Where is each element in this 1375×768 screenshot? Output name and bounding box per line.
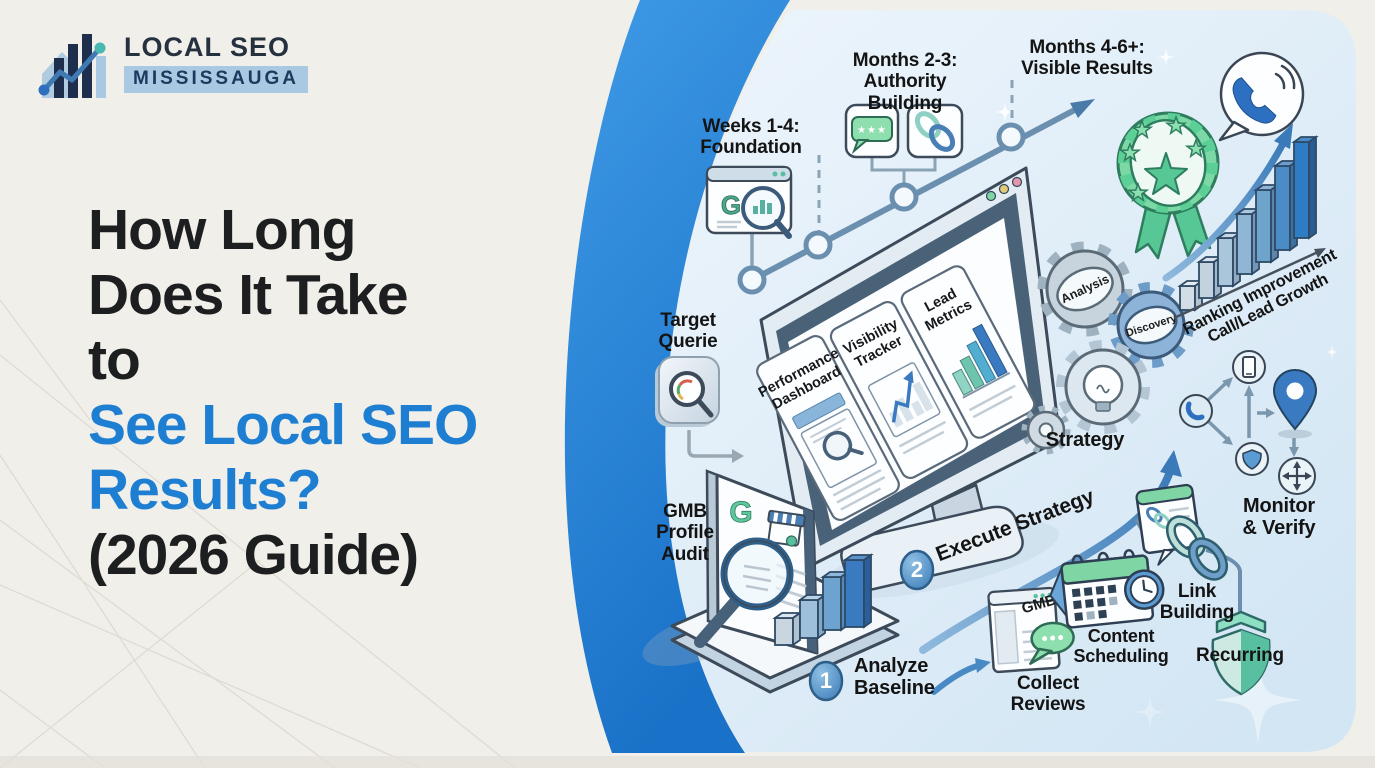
traffic-dot-green <box>985 190 997 202</box>
shield-node-icon <box>1235 442 1269 476</box>
timeline-node-1 <box>737 265 767 295</box>
step1-badge: 1 <box>808 660 844 702</box>
stage3-label: Months 4-6+: Visible Results <box>1018 37 1156 80</box>
analyze-to-collect-arrow <box>931 658 991 695</box>
link-building-label: Link Building <box>1154 581 1240 624</box>
performance-dashboard-card: Performance Dashboard <box>756 335 900 521</box>
target-line1: Target <box>660 310 716 331</box>
browser-search-icon: G <box>705 165 793 239</box>
gears-cluster: Analysis Discovery <box>1021 241 1194 455</box>
step2-badge: 2 <box>899 549 935 591</box>
audit-magnifier-icon <box>694 537 794 648</box>
bottom-edge-strip <box>0 756 1375 768</box>
target-to-monitor-arrow <box>687 430 744 463</box>
strategy-label: Strategy <box>1045 429 1125 451</box>
recurring-shield-icon <box>1211 610 1271 696</box>
gmb-line3: Audit <box>661 543 709 565</box>
calendar-icon <box>1049 549 1165 629</box>
target-line2: Querie <box>658 331 718 353</box>
monitor-stand-base <box>840 505 1024 592</box>
blue-swoosh <box>564 0 790 753</box>
target-query-icon <box>655 356 720 427</box>
title-line-3: to <box>88 327 141 392</box>
google-g-glyph: G <box>721 190 741 220</box>
content-scheduling-label: Content Scheduling <box>1067 626 1175 666</box>
collect-line1: Collect <box>1017 673 1079 694</box>
gmb-audit-illustration: G <box>642 469 900 694</box>
timeline-node-2 <box>803 230 833 260</box>
monitor-verify-label: Monitor & Verify <box>1231 495 1327 540</box>
analyze-line1: Analyze <box>854 655 929 677</box>
gmb-line1: GMB <box>663 501 707 522</box>
target-query-label: Target Querie <box>644 310 732 353</box>
stage3-line2: Visible Results <box>1021 58 1153 80</box>
stage3-line1: Months 4-6+: <box>1029 37 1145 58</box>
title-line-1: How Long <box>88 198 356 262</box>
growth-bar-chart <box>1162 123 1326 320</box>
monitor-line1: Monitor <box>1243 495 1315 517</box>
stage2-line2: Authority Building <box>863 71 947 114</box>
analyze-baseline-label: Analyze Baseline <box>854 655 954 700</box>
tablet-google-g-glyph: G <box>729 496 752 529</box>
phone-call-icon <box>1218 51 1305 142</box>
mobile-node-icon <box>1232 350 1266 384</box>
stage1-line2: Foundation <box>700 137 802 159</box>
background-pattern <box>0 299 516 768</box>
collect-line2: Reviews <box>1010 694 1086 716</box>
review-bubble-icon <box>1029 621 1075 665</box>
title-line-4: See Local SEO <box>88 392 478 457</box>
content-line2: Scheduling <box>1073 646 1169 667</box>
timeline-node-3 <box>889 182 919 212</box>
title-line-6: (2026 Guide) <box>88 522 419 587</box>
clock-icon <box>1123 569 1165 610</box>
monitor-line2: & Verify <box>1242 517 1316 540</box>
reviews-icon: ★★★ <box>844 103 900 159</box>
small-gear-icon <box>1021 405 1071 455</box>
gmb-audit-label: GMB Profile Audit <box>641 501 729 565</box>
content-line1: Content <box>1087 626 1155 646</box>
brand-logo: LOCAL SEO MISSISSAUGA <box>36 26 309 106</box>
title-line-5: Results? <box>88 457 322 522</box>
call-node-icon <box>1179 394 1213 428</box>
timeline-track <box>737 80 1095 295</box>
brand-city-badge: MISSISSAUGA <box>124 66 309 93</box>
gmb-line2: Profile <box>656 522 714 544</box>
timeline-node-4 <box>996 122 1026 152</box>
map-pin-icon <box>1272 368 1318 439</box>
lead-metrics-card: Lead Metrics <box>900 265 1036 439</box>
baseline-bars <box>772 553 874 647</box>
logo-chart-icon <box>38 34 106 98</box>
directions-node-icon <box>1278 457 1316 495</box>
visibility-tracker-card: Visibility Tracker <box>829 301 969 479</box>
lightbulb-gear-icon <box>1056 340 1150 434</box>
step1-number: 1 <box>820 668 832 693</box>
stage2-line1: Months 2-3: <box>852 50 958 71</box>
analysis-gear-icon: Analysis <box>1037 241 1133 337</box>
backlink-icon <box>906 103 964 159</box>
storefront-icon <box>767 509 806 547</box>
link-line1: Link <box>1177 581 1217 602</box>
page-title: How Long Does It Take to See Local SEO R… <box>88 198 478 588</box>
monitor-illustration: Performance Dashboard Visibility Tracker <box>756 166 1062 599</box>
analyze-line2: Baseline <box>854 677 935 700</box>
review-stars-glyph: ★★★ <box>857 125 887 136</box>
stage1-line1: Weeks 1-4: <box>702 116 800 137</box>
title-line-2: Does It Take <box>88 262 409 327</box>
verify-network <box>1179 350 1318 495</box>
step2-number: 2 <box>911 557 923 582</box>
collect-reviews-icon: GMB <box>987 586 1075 674</box>
link-line2: Building <box>1159 602 1235 624</box>
stage2-label: Months 2-3: Authority Building <box>827 50 983 114</box>
stage1-label: Weeks 1-4: Foundation <box>699 116 803 159</box>
link-chain-icon <box>1165 515 1229 581</box>
brand-name: LOCAL SEO <box>124 32 291 62</box>
traffic-dot-pink <box>1011 176 1023 188</box>
recurring-label: Recurring <box>1196 645 1284 666</box>
discovery-gear-icon: Discovery <box>1108 282 1194 368</box>
traffic-dot-yellow <box>998 183 1010 195</box>
award-ribbon-icon <box>1116 111 1220 260</box>
link-card-icon <box>1135 483 1201 566</box>
collect-reviews-label: Collect Reviews <box>1007 673 1089 716</box>
